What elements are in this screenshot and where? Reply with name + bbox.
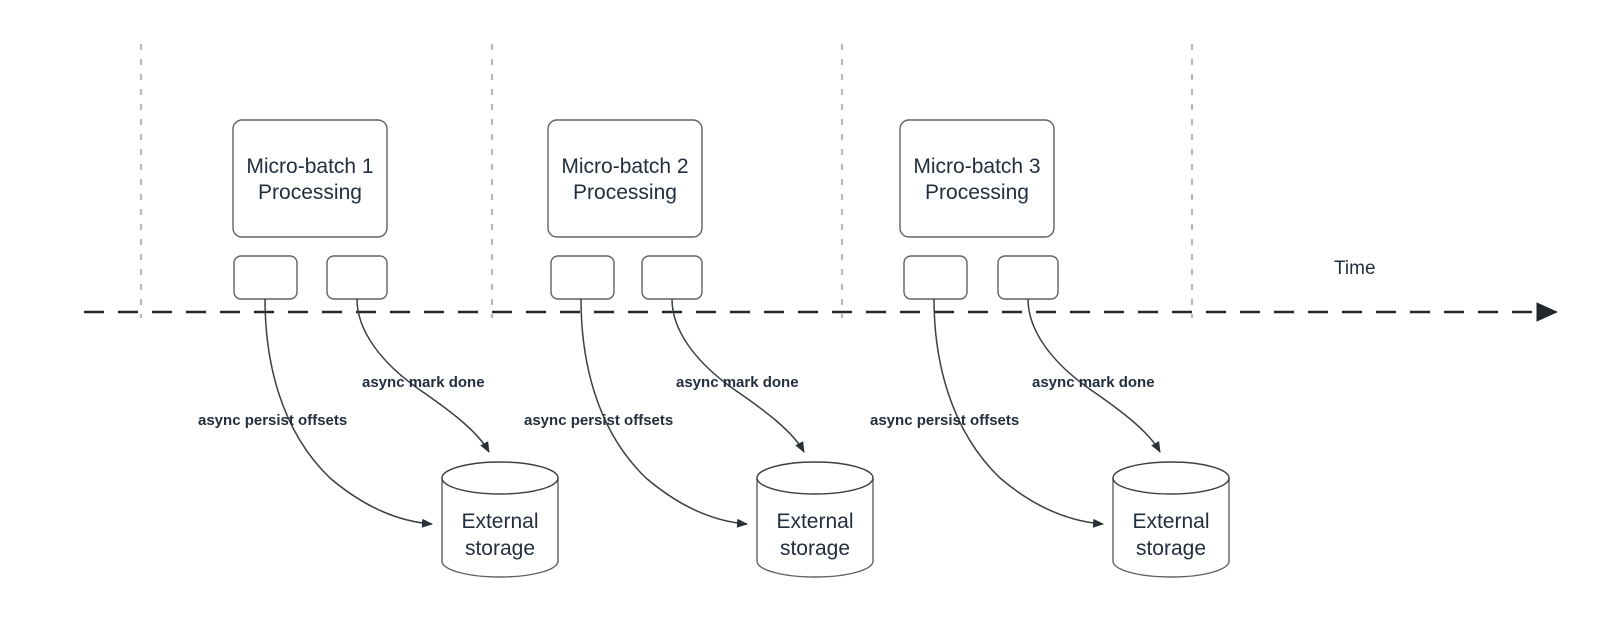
external-storage-2-top <box>756 461 874 495</box>
micro-batch-2-external-storage[interactable]: External storage <box>756 461 874 578</box>
micro-batch-3-mark-task-box[interactable] <box>997 255 1059 300</box>
micro-batch-1-mark-task-box[interactable] <box>326 255 388 300</box>
time-axis-label: Time <box>1334 258 1376 279</box>
micro-batch-2-mark-done-arrow <box>671 298 805 453</box>
micro-batch-3-persist-offsets-arrow <box>933 298 1104 528</box>
external-storage-3-body <box>1112 477 1230 578</box>
external-storage-1-label-line2: storage <box>465 537 535 560</box>
external-storage-3-top <box>1112 461 1230 495</box>
micro-batch-1-title-line1: Micro-batch 1 <box>246 155 373 178</box>
micro-batch-3-persist-offsets-label: async persist offsets <box>870 412 1019 429</box>
external-storage-2-body <box>756 477 874 578</box>
micro-batch-1-persist-offsets-arrow <box>264 298 433 528</box>
micro-batch-1-persist-offsets-label: async persist offsets <box>198 412 347 429</box>
micro-batch-3-mark-done-label: async mark done <box>1032 374 1155 391</box>
time-axis: Time <box>84 258 1558 322</box>
micro-batch-3-title-line1: Micro-batch 3 <box>913 155 1040 178</box>
external-storage-3-label-line1: External <box>1132 510 1209 533</box>
external-storage-1-top <box>441 461 559 495</box>
external-storage-1-body <box>441 477 559 578</box>
micro-batch-1-title-line2: Processing <box>258 181 362 204</box>
micro-batch-1-box[interactable] <box>232 119 388 238</box>
micro-batch-2-persist-task-box[interactable] <box>550 255 615 300</box>
batch-group-2: Micro-batch 2 Processing async persist o… <box>524 119 874 578</box>
micro-batch-3-mark-done-arrow <box>1027 298 1161 453</box>
micro-batch-3-persist-task-box[interactable] <box>903 255 968 300</box>
micro-batch-2-mark-done-label: async mark done <box>676 374 799 391</box>
micro-batch-2-persist-offsets-label: async persist offsets <box>524 412 673 429</box>
micro-batch-1-mark-done-arrow <box>356 298 490 453</box>
micro-batch-2-box[interactable] <box>547 119 703 238</box>
micro-batch-1-external-storage[interactable]: External storage <box>441 461 559 578</box>
batch-boundary-ticks <box>139 44 1194 318</box>
micro-batch-1-persist-task-box[interactable] <box>233 255 298 300</box>
micro-batch-2-title-line2: Processing <box>573 181 677 204</box>
micro-batch-3-title-line2: Processing <box>925 181 1029 204</box>
external-storage-3-label-line2: storage <box>1136 537 1206 560</box>
external-storage-2-label-line1: External <box>776 510 853 533</box>
micro-batch-2-title-line1: Micro-batch 2 <box>561 155 688 178</box>
micro-batch-1-mark-done-label: async mark done <box>362 374 485 391</box>
micro-batch-3-external-storage[interactable]: External storage <box>1112 461 1230 578</box>
external-storage-2-label-line2: storage <box>780 537 850 560</box>
external-storage-1-label-line1: External <box>461 510 538 533</box>
micro-batch-2-persist-offsets-arrow <box>580 298 748 528</box>
batch-group-1: Micro-batch 1 Processing async persist o… <box>198 119 559 578</box>
batch-group-3: Micro-batch 3 Processing async persist o… <box>870 119 1230 578</box>
micro-batch-3-box[interactable] <box>899 119 1055 238</box>
micro-batch-2-mark-task-box[interactable] <box>641 255 703 300</box>
